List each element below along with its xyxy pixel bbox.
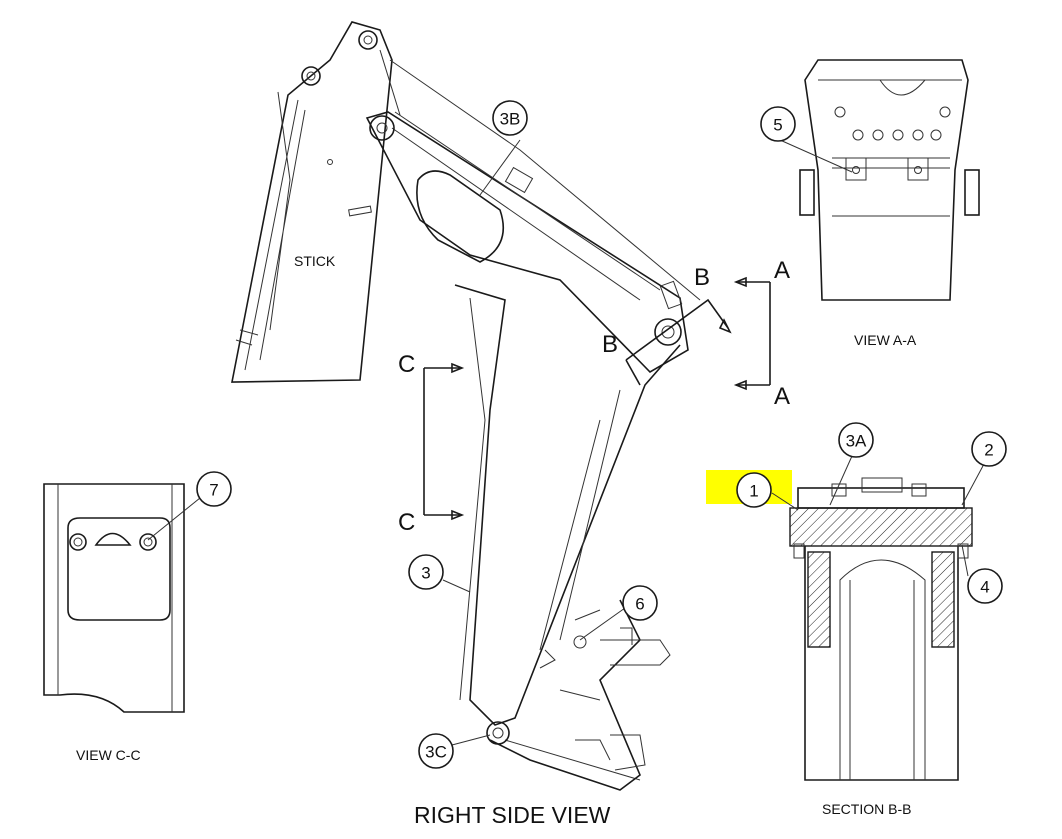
stick-drawing [231,21,393,383]
svg-text:5: 5 [773,116,782,135]
section-marker-a-bottom: A [774,383,790,410]
callout-4: 4 [967,568,1003,604]
section-line-c [423,362,465,521]
leader-lines [147,139,985,746]
svg-text:3A: 3A [846,432,867,451]
svg-text:2: 2 [984,441,993,460]
section-bb-drawing [789,477,973,781]
section-marker-c-bottom: C [398,509,415,536]
view-cc-label: VIEW C-C [76,747,141,763]
right-side-view-label: RIGHT SIDE VIEW [414,802,611,828]
svg-text:3B: 3B [500,110,521,129]
callout-3c: 3C [418,733,454,769]
view-cc-drawing [43,483,185,713]
svg-text:6: 6 [635,595,644,614]
svg-text:3C: 3C [425,743,447,762]
section-marker-a-top: A [774,257,790,284]
callout-5: 5 [760,106,796,142]
svg-text:7: 7 [209,481,218,500]
stick-label: STICK [294,253,336,269]
boom-drawing [365,49,701,791]
svg-text:1: 1 [749,482,758,501]
svg-text:4: 4 [980,578,989,597]
view-aa-label: VIEW A-A [854,332,917,348]
svg-text:3: 3 [421,564,430,583]
callout-3: 3 [408,554,444,590]
section-bb-label: SECTION B-B [822,801,911,817]
callout-2: 2 [971,431,1007,467]
section-marker-b-top: B [694,264,710,291]
callout-3b: 3B [492,100,528,136]
section-line-b [625,298,732,386]
view-aa-drawing [799,59,980,301]
callout-6: 6 [622,585,658,621]
section-line-a [733,276,771,391]
callout-7: 7 [196,471,232,507]
section-marker-b-left: B [602,331,618,358]
section-marker-c-top: C [398,351,415,378]
callout-3a: 3A [838,422,874,458]
callout-1: 1 [736,472,772,508]
